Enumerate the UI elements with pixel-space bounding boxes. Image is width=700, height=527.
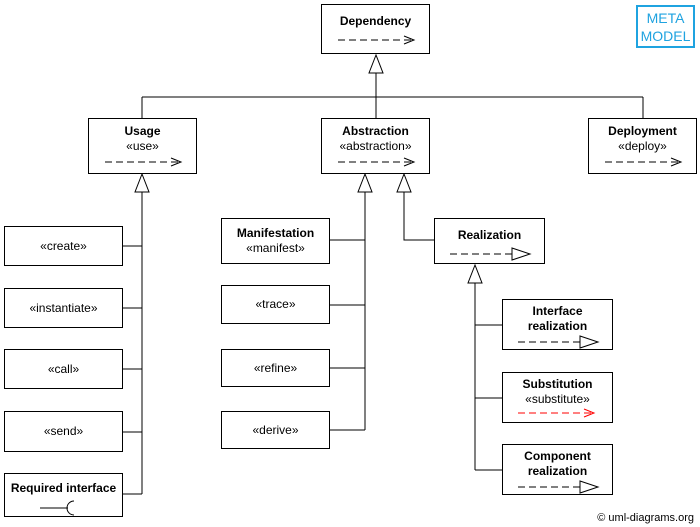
dashed-open-arrow-icon (604, 157, 682, 167)
badge-line2: MODEL (640, 28, 691, 44)
dashed-open-arrow-icon (337, 157, 415, 167)
node-title-line2: realization (527, 464, 588, 478)
node-stereotype: «create» (40, 238, 87, 253)
node-stereotype: «refine» (253, 360, 298, 375)
node-stereotype: «call» (47, 361, 80, 376)
usage-node: Usage «use» (88, 118, 197, 174)
component-realization-node: Component realization (502, 444, 613, 495)
node-stereotype: «trace» (255, 297, 296, 311)
send-node: «send» (4, 411, 123, 452)
node-title: Substitution (522, 377, 593, 391)
dashed-open-arrow-icon (104, 157, 182, 167)
required-interface-socket-icon (40, 500, 75, 516)
deployment-node: Deployment «deploy» (588, 118, 697, 174)
footer-credit: © uml-diagrams.org (597, 512, 694, 524)
node-stereotype: «substitute» (525, 392, 590, 406)
required-interface-node: Required interface (4, 473, 123, 517)
node-stereotype: «instantiate» (29, 300, 98, 315)
node-title-line2: realization (527, 319, 588, 333)
substitution-node: Substitution «substitute» (502, 372, 613, 423)
meta-model-badge: META MODEL (636, 5, 695, 48)
trace-node: «trace» (221, 285, 330, 324)
abstraction-node: Abstraction «abstraction» (321, 118, 430, 174)
node-stereotype: «deploy» (618, 139, 667, 153)
create-node: «create» (4, 226, 123, 266)
red-dashed-open-arrow-icon (517, 408, 595, 418)
dependency-node: Dependency (321, 4, 430, 54)
node-title: Usage (124, 124, 161, 138)
manifestation-node: Manifestation «manifest» (221, 218, 330, 264)
node-title-line1: Component (524, 449, 591, 463)
dashed-hollow-triangle-arrow-icon (517, 335, 600, 349)
interface-realization-node: Interface realization (502, 299, 613, 350)
realization-node: Realization (434, 218, 545, 264)
refine-node: «refine» (221, 349, 330, 387)
derive-node: «derive» (221, 411, 330, 449)
node-stereotype: «send» (43, 424, 84, 438)
node-stereotype: «derive» (252, 422, 299, 437)
node-stereotype: «manifest» (246, 241, 305, 255)
node-stereotype: «use» (126, 139, 159, 153)
dashed-hollow-triangle-arrow-icon (449, 247, 532, 261)
node-title: Required interface (10, 481, 117, 495)
instantiate-node: «instantiate» (4, 288, 123, 328)
node-title: Abstraction (342, 124, 409, 138)
node-stereotype: «abstraction» (339, 139, 412, 153)
node-title: Dependency (339, 14, 412, 28)
call-node: «call» (4, 349, 123, 389)
node-title-line1: Interface (532, 304, 583, 318)
badge-line1: META (646, 10, 685, 26)
node-title: Manifestation (236, 226, 315, 240)
dashed-open-arrow-icon (337, 35, 415, 45)
generalization-arrowheads (134, 53, 483, 284)
node-title: Deployment (608, 124, 677, 138)
node-title: Realization (457, 228, 522, 242)
dashed-hollow-triangle-arrow-icon (517, 480, 600, 494)
